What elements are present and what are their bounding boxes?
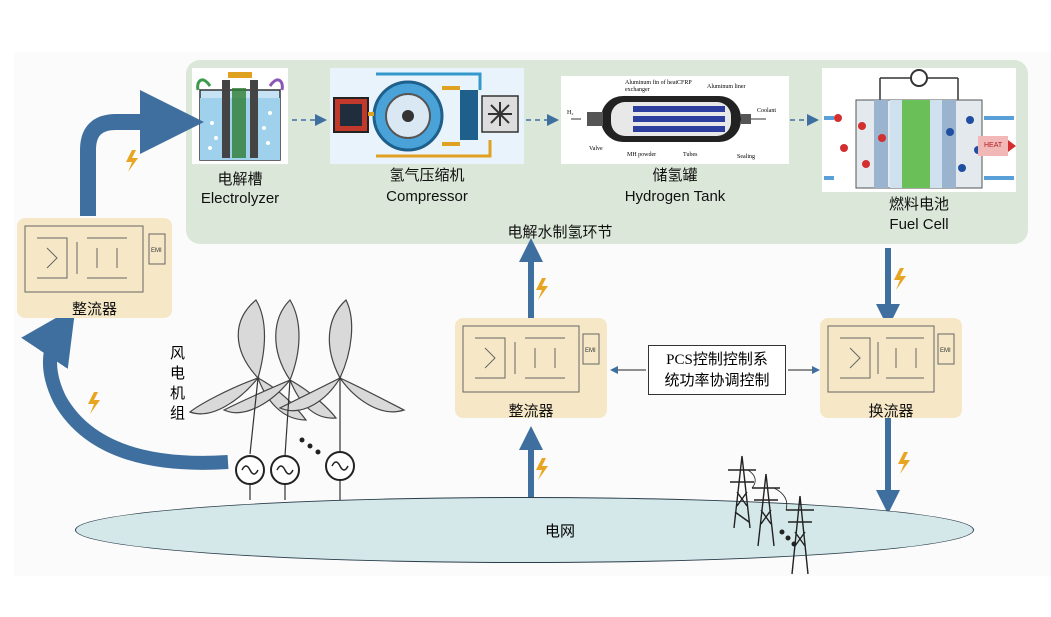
tank-valve-text: Valve — [589, 146, 603, 152]
electrolyzer-label-cn: 电解槽 — [217, 170, 263, 188]
electrolyzer-label-en: Electrolyzer — [200, 190, 280, 207]
tank-label-en: Hydrogen Tank — [624, 188, 726, 205]
tank-coolant-text: Coolant — [757, 108, 776, 114]
electrolyzer-image — [192, 68, 288, 164]
rectifier-left: EMI 整流器 — [17, 218, 172, 318]
power-grid-label: 电网 — [544, 522, 575, 540]
hydrogen-section-label: 电解水制氢环节 — [507, 223, 613, 241]
fuelcell-heat-text: HEAT — [984, 142, 1003, 149]
tank-fin-text: Aluminum fin of heat exchanger — [625, 80, 678, 93]
fuel-cell-image: HEAT — [822, 68, 1016, 192]
emi-tag: EMI — [151, 248, 162, 254]
inverter-right: EMI 换流器 — [820, 318, 962, 420]
tank-tubes-text: Tubes — [683, 152, 698, 158]
fuelcell-label-en: Fuel Cell — [889, 216, 949, 233]
power-grid — [75, 497, 974, 563]
pcs-control-box: PCS控制控制系 统功率协调控制 — [648, 345, 786, 395]
fuelcell-label-cn: 燃料电池 — [888, 195, 949, 213]
pcs-line-1: PCS控制控制系 — [666, 352, 768, 368]
pcs-line-2: 统功率协调控制 — [664, 373, 770, 389]
emi-tag: EMI — [585, 348, 596, 354]
wind-turbine-label: 风电机组 — [170, 343, 190, 423]
tank-label-cn: 储氢罐 — [652, 166, 698, 184]
rectifier-center-label: 整流器 — [508, 402, 554, 420]
tank-cfrp-text: CFRP — [677, 80, 692, 86]
hydrogen-tank-image: Aluminum fin of heat exchanger CFRP Alum… — [561, 76, 789, 164]
inverter-right-label: 换流器 — [868, 402, 914, 420]
tank-h2-text: H₂ — [567, 110, 574, 116]
wind-turbine-label-text: 风电机组 — [170, 344, 186, 422]
compressor-label-en: Compressor — [386, 188, 468, 205]
compressor-image — [330, 68, 524, 164]
tank-mh-text: MH powder — [627, 152, 657, 158]
compressor-label-cn: 氢气压缩机 — [389, 166, 465, 184]
tank-sealing-text: Sealing — [737, 154, 755, 160]
tank-liner-text: Aluminum liner — [707, 84, 746, 90]
rectifier-left-label: 整流器 — [71, 300, 117, 318]
rectifier-center: EMI 整流器 — [455, 318, 607, 420]
emi-tag: EMI — [940, 348, 951, 354]
